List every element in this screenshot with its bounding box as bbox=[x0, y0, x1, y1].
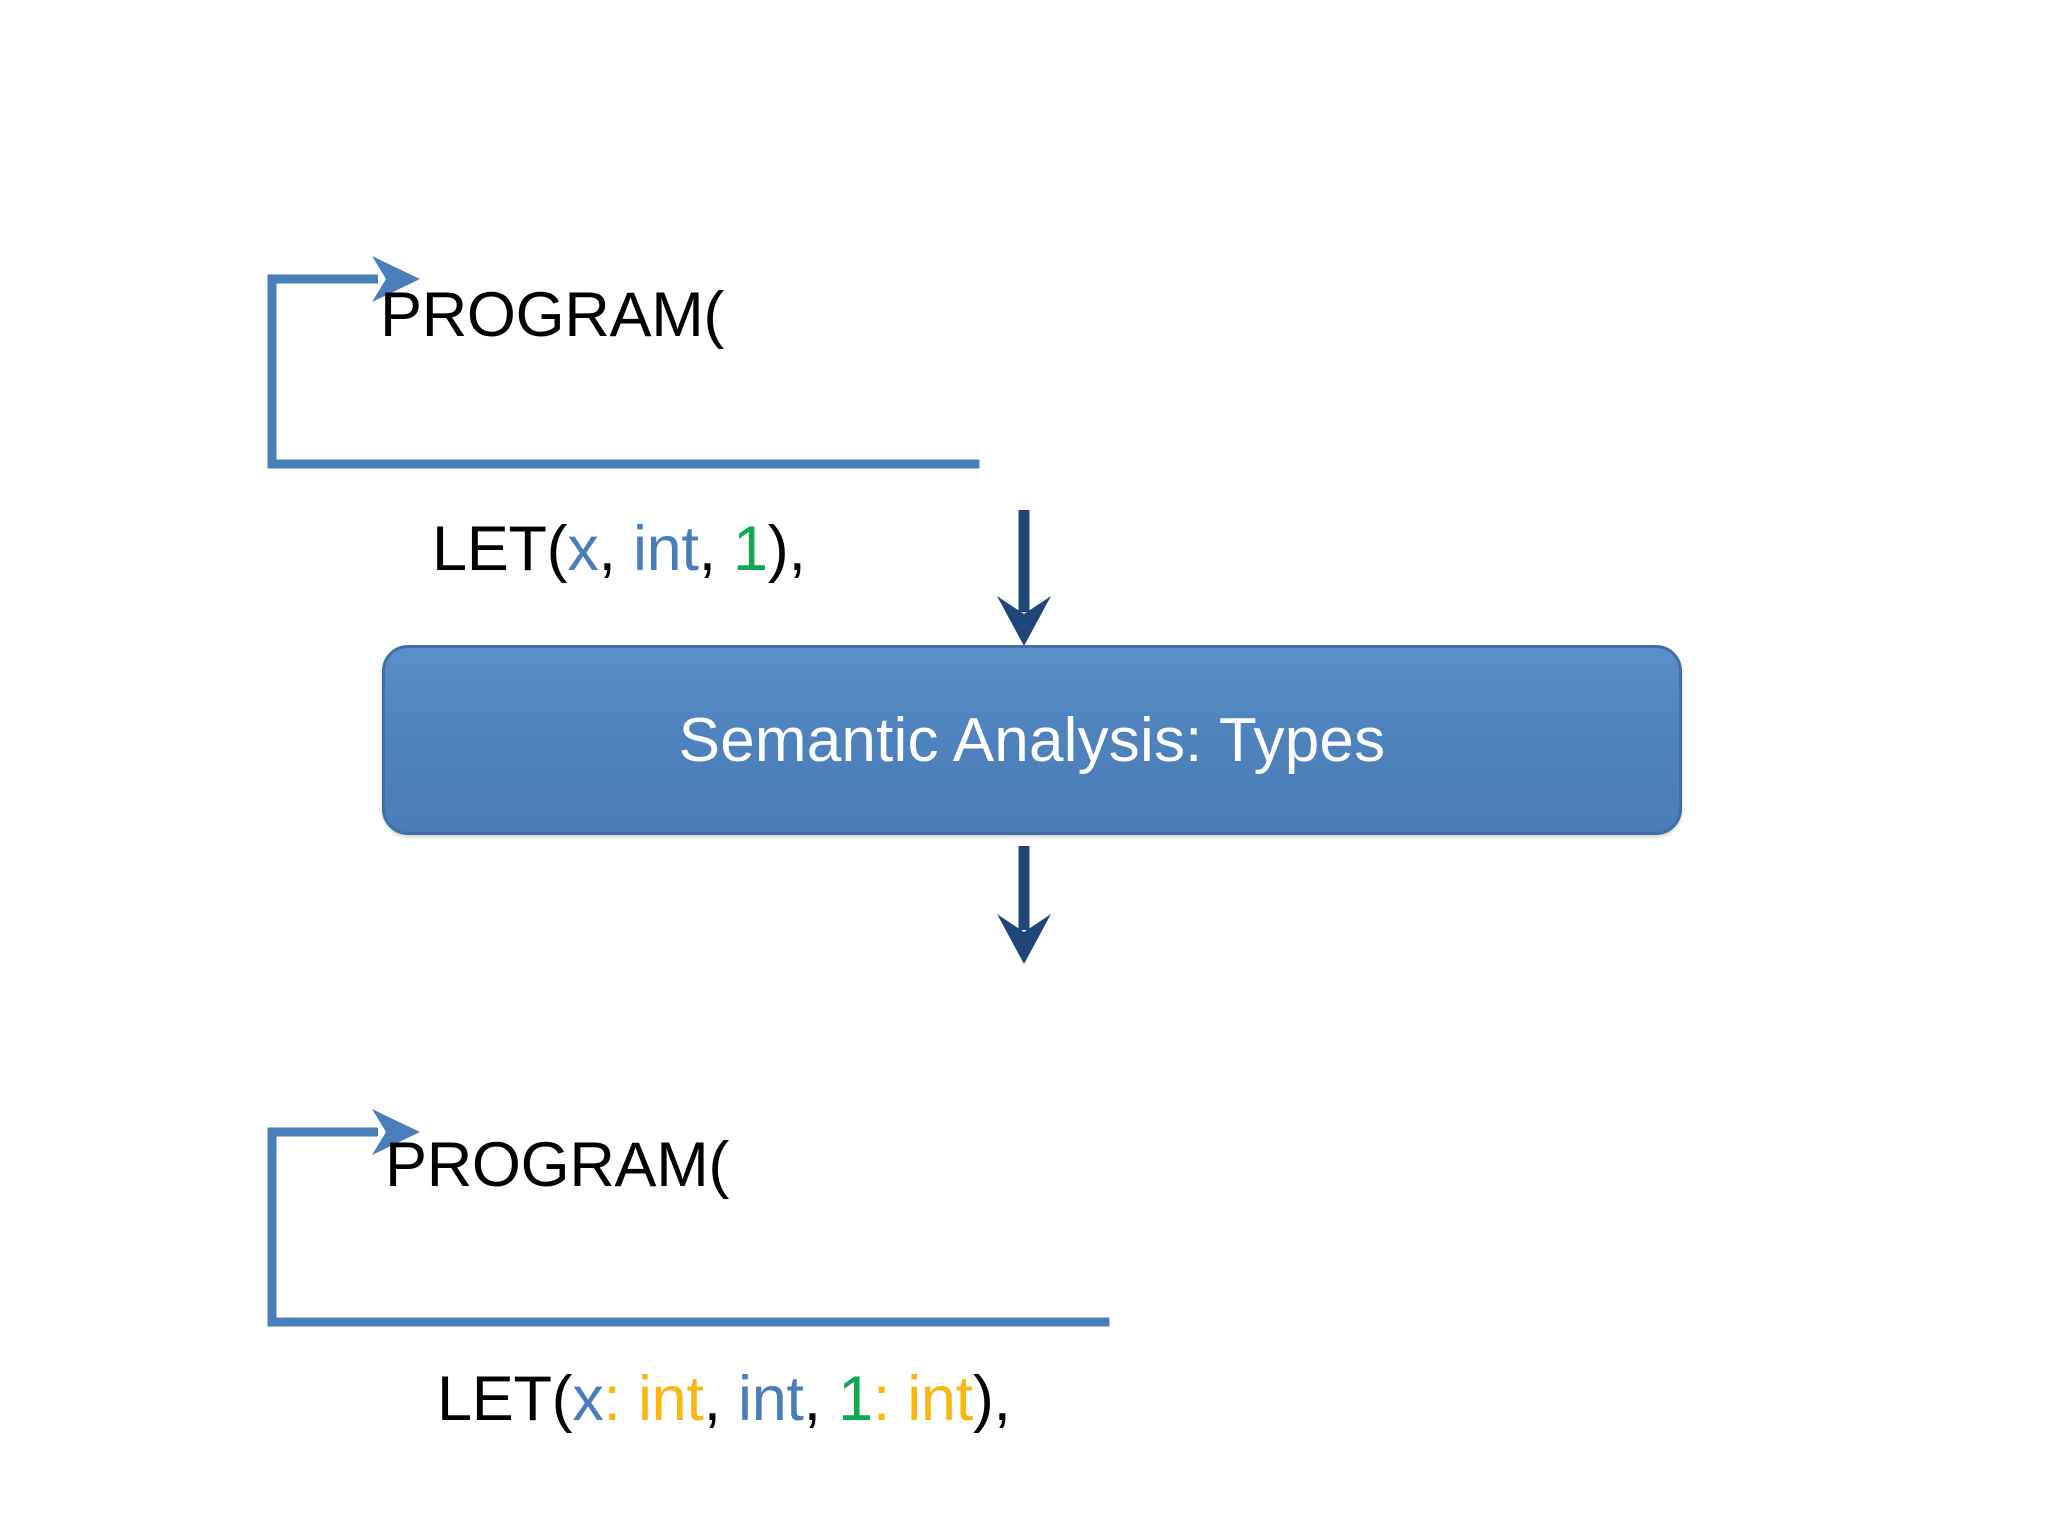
code-token-ann: : int bbox=[872, 1364, 973, 1434]
code-token-type: int bbox=[738, 1364, 804, 1434]
semantic-analysis-label: Semantic Analysis: Types bbox=[678, 705, 1386, 775]
code-token-plain: , bbox=[698, 514, 734, 584]
code-token-plain: ), bbox=[972, 1364, 1011, 1434]
code-token-ident: x bbox=[572, 1364, 604, 1434]
code-token-plain: ), bbox=[767, 514, 806, 584]
code-token-plain: , bbox=[803, 1364, 839, 1434]
code-line: PROGRAM( bbox=[380, 276, 1075, 354]
untyped-ast-block: PROGRAM( LET(x, int, 1), LET(y, int, PLU… bbox=[380, 120, 1075, 978]
code-token-plain: PROGRAM( bbox=[380, 280, 725, 350]
code-token-ident: x bbox=[567, 514, 599, 584]
code-token-type: int bbox=[632, 514, 699, 584]
code-token-plain: , bbox=[598, 514, 633, 584]
semantic-analysis-box[interactable]: Semantic Analysis: Types bbox=[382, 645, 1682, 835]
typed-ast-block: PROGRAM( LET(x: int, int, 1: int), LET(y… bbox=[385, 970, 1485, 1536]
code-token-num: 1 bbox=[838, 1364, 873, 1434]
code-token-num: 1 bbox=[733, 514, 768, 584]
code-token-ann: : int bbox=[603, 1364, 704, 1434]
code-token-plain: LET( bbox=[432, 514, 568, 584]
code-token-plain: LET( bbox=[437, 1364, 573, 1434]
code-token-plain: PROGRAM( bbox=[385, 1130, 730, 1200]
code-line: LET(x: int, int, 1: int), bbox=[385, 1360, 1485, 1438]
code-line: LET(x, int, 1), bbox=[380, 510, 1075, 588]
code-token-plain: , bbox=[703, 1364, 738, 1434]
code-line: PROGRAM( bbox=[385, 1126, 1485, 1204]
